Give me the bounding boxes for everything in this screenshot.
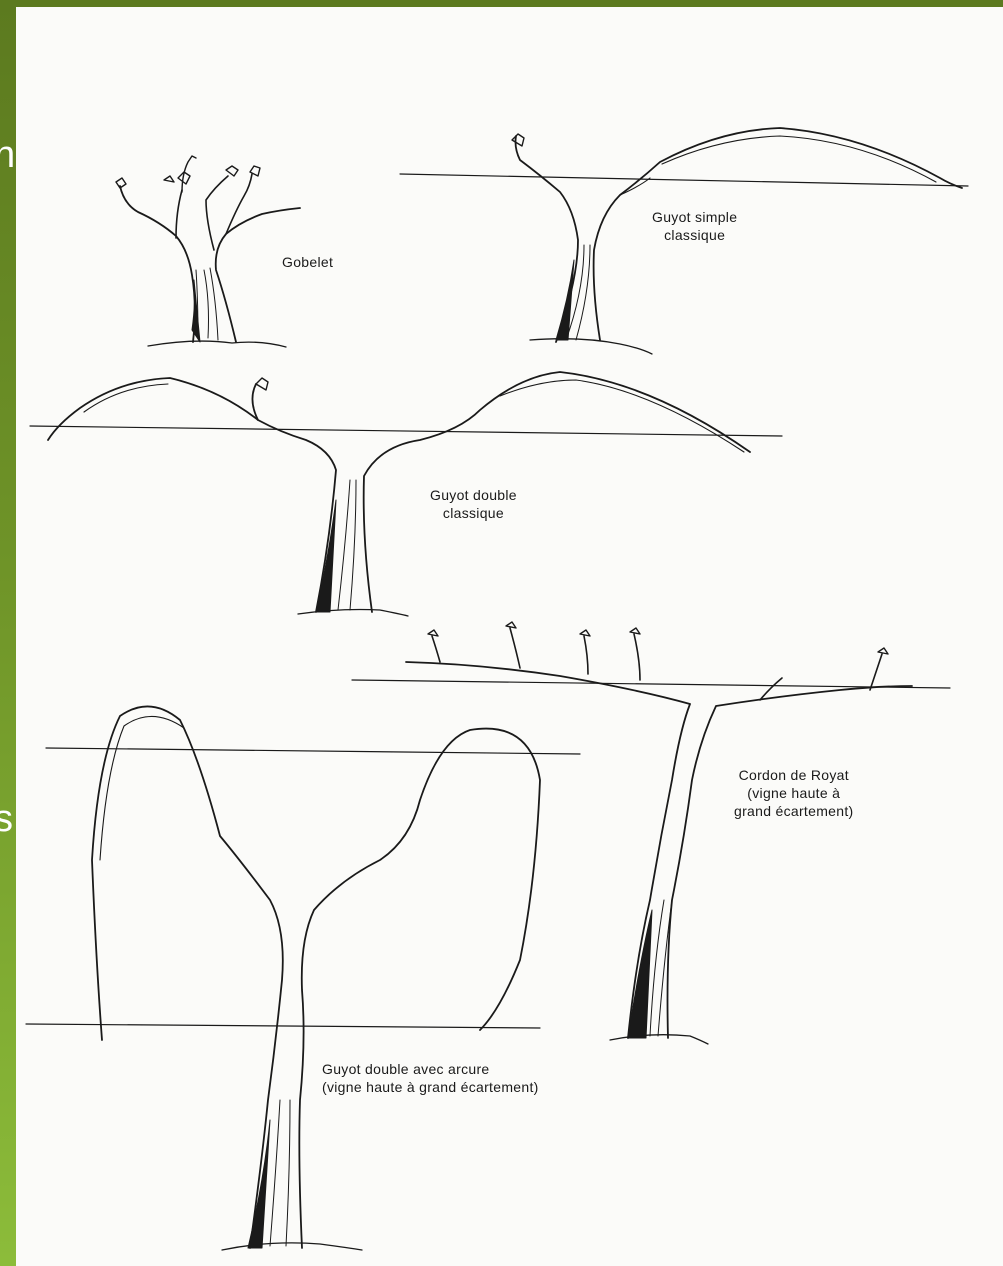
label-line: Guyot simple [652,208,737,226]
label-line: (vigne haute à grand écartement) [322,1078,539,1096]
label-line: grand écartement) [734,802,854,820]
label-line: Guyot double avec arcure [322,1060,539,1078]
label-line: Cordon de Royat [734,766,854,784]
label-line: (vigne haute à [734,784,854,802]
guyot-arcure-vine [26,706,580,1250]
label-line: classique [430,504,517,522]
label-line: Guyot double [430,486,517,504]
guyot-double-vine [30,372,782,616]
label-guyot-arcure: Guyot double avec arcure (vigne haute à … [322,1060,539,1096]
gobelet-vine [116,156,300,347]
label-gobelet: Gobelet [282,253,333,271]
label-line: classique [652,226,737,244]
label-guyot-double: Guyot double classique [430,486,517,522]
label-cordon-de-royat: Cordon de Royat (vigne haute à grand éca… [734,766,854,820]
label-guyot-simple: Guyot simple classique [652,208,737,244]
cordon-de-royat-vine [352,622,950,1044]
label-line: Gobelet [282,253,333,271]
